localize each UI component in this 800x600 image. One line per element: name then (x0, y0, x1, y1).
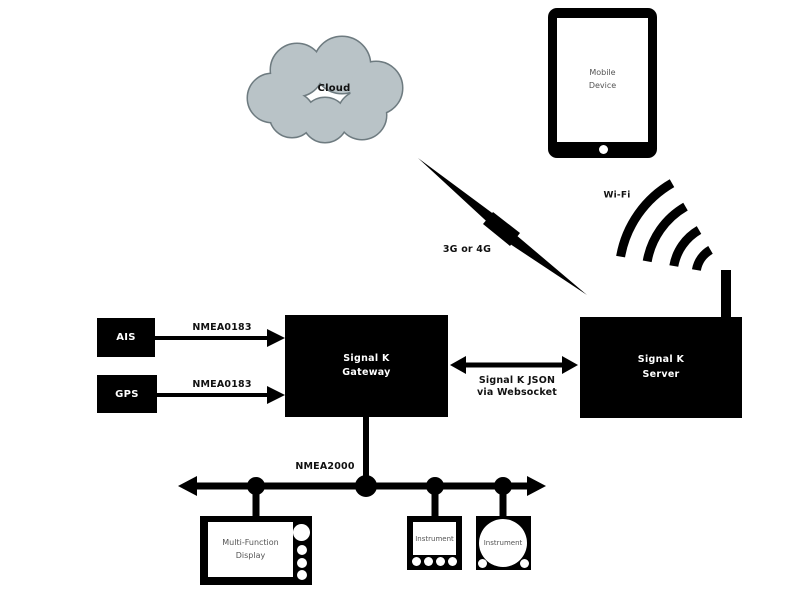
mobile-device: Mobile Device (548, 8, 657, 158)
lightning-bolt-icon (418, 158, 587, 295)
instrument-1-screen: Instrument (413, 522, 456, 555)
multi-function-display: Multi-Function Display (200, 516, 312, 585)
instrument-button-icon (478, 559, 487, 568)
mfd-button-icon (297, 545, 307, 555)
cloud-label: Cloud (317, 82, 351, 94)
instrument-1: Instrument (407, 516, 462, 570)
mfd-button-icon (297, 570, 307, 580)
cloud-shape-fill (248, 37, 402, 142)
signal-k-gateway-box: Signal K Gateway (285, 315, 448, 417)
mobile-device-screen: Mobile Device (557, 18, 648, 142)
ais-arrow (155, 329, 285, 347)
wifi-label: Wi-Fi (603, 190, 631, 201)
instrument-2-dial: Instrument (479, 519, 527, 567)
instrument-2: Instrument (476, 516, 531, 570)
gps-nmea0183-label: NMEA0183 (192, 379, 252, 391)
ais-box: AIS (97, 318, 155, 357)
antenna-icon (721, 270, 731, 318)
mfd-label: Multi-Function Display (222, 537, 279, 560)
ais-nmea0183-label: NMEA0183 (192, 322, 252, 334)
instrument-2-label: Instrument (483, 539, 523, 547)
mobile-device-label: Mobile Device (588, 68, 617, 90)
mfd-screen: Multi-Function Display (208, 522, 293, 577)
instrument-button-icon (520, 559, 529, 568)
instrument-button-icon (436, 557, 445, 566)
bus-node-dots (247, 475, 512, 497)
instrument-button-icon (448, 557, 457, 566)
home-button-icon (598, 145, 608, 154)
instrument-button-icon (412, 557, 421, 566)
instrument-1-label: Instrument (415, 534, 454, 543)
bus-device-drops (252, 486, 507, 520)
websocket-label: Signal K JSON via Websocket (476, 375, 558, 398)
signal-k-server-box: Signal K Server (580, 317, 742, 418)
nmea2000-label: NMEA2000 (295, 461, 355, 473)
gps-box: GPS (97, 375, 157, 413)
mfd-button-icon (293, 524, 310, 541)
cellular-label: 3G or 4G (442, 244, 492, 256)
wifi-icon (616, 179, 714, 272)
mfd-button-icon (297, 558, 307, 568)
instrument-button-icon (424, 557, 433, 566)
websocket-arrow (450, 356, 578, 374)
gps-arrow (157, 386, 285, 404)
